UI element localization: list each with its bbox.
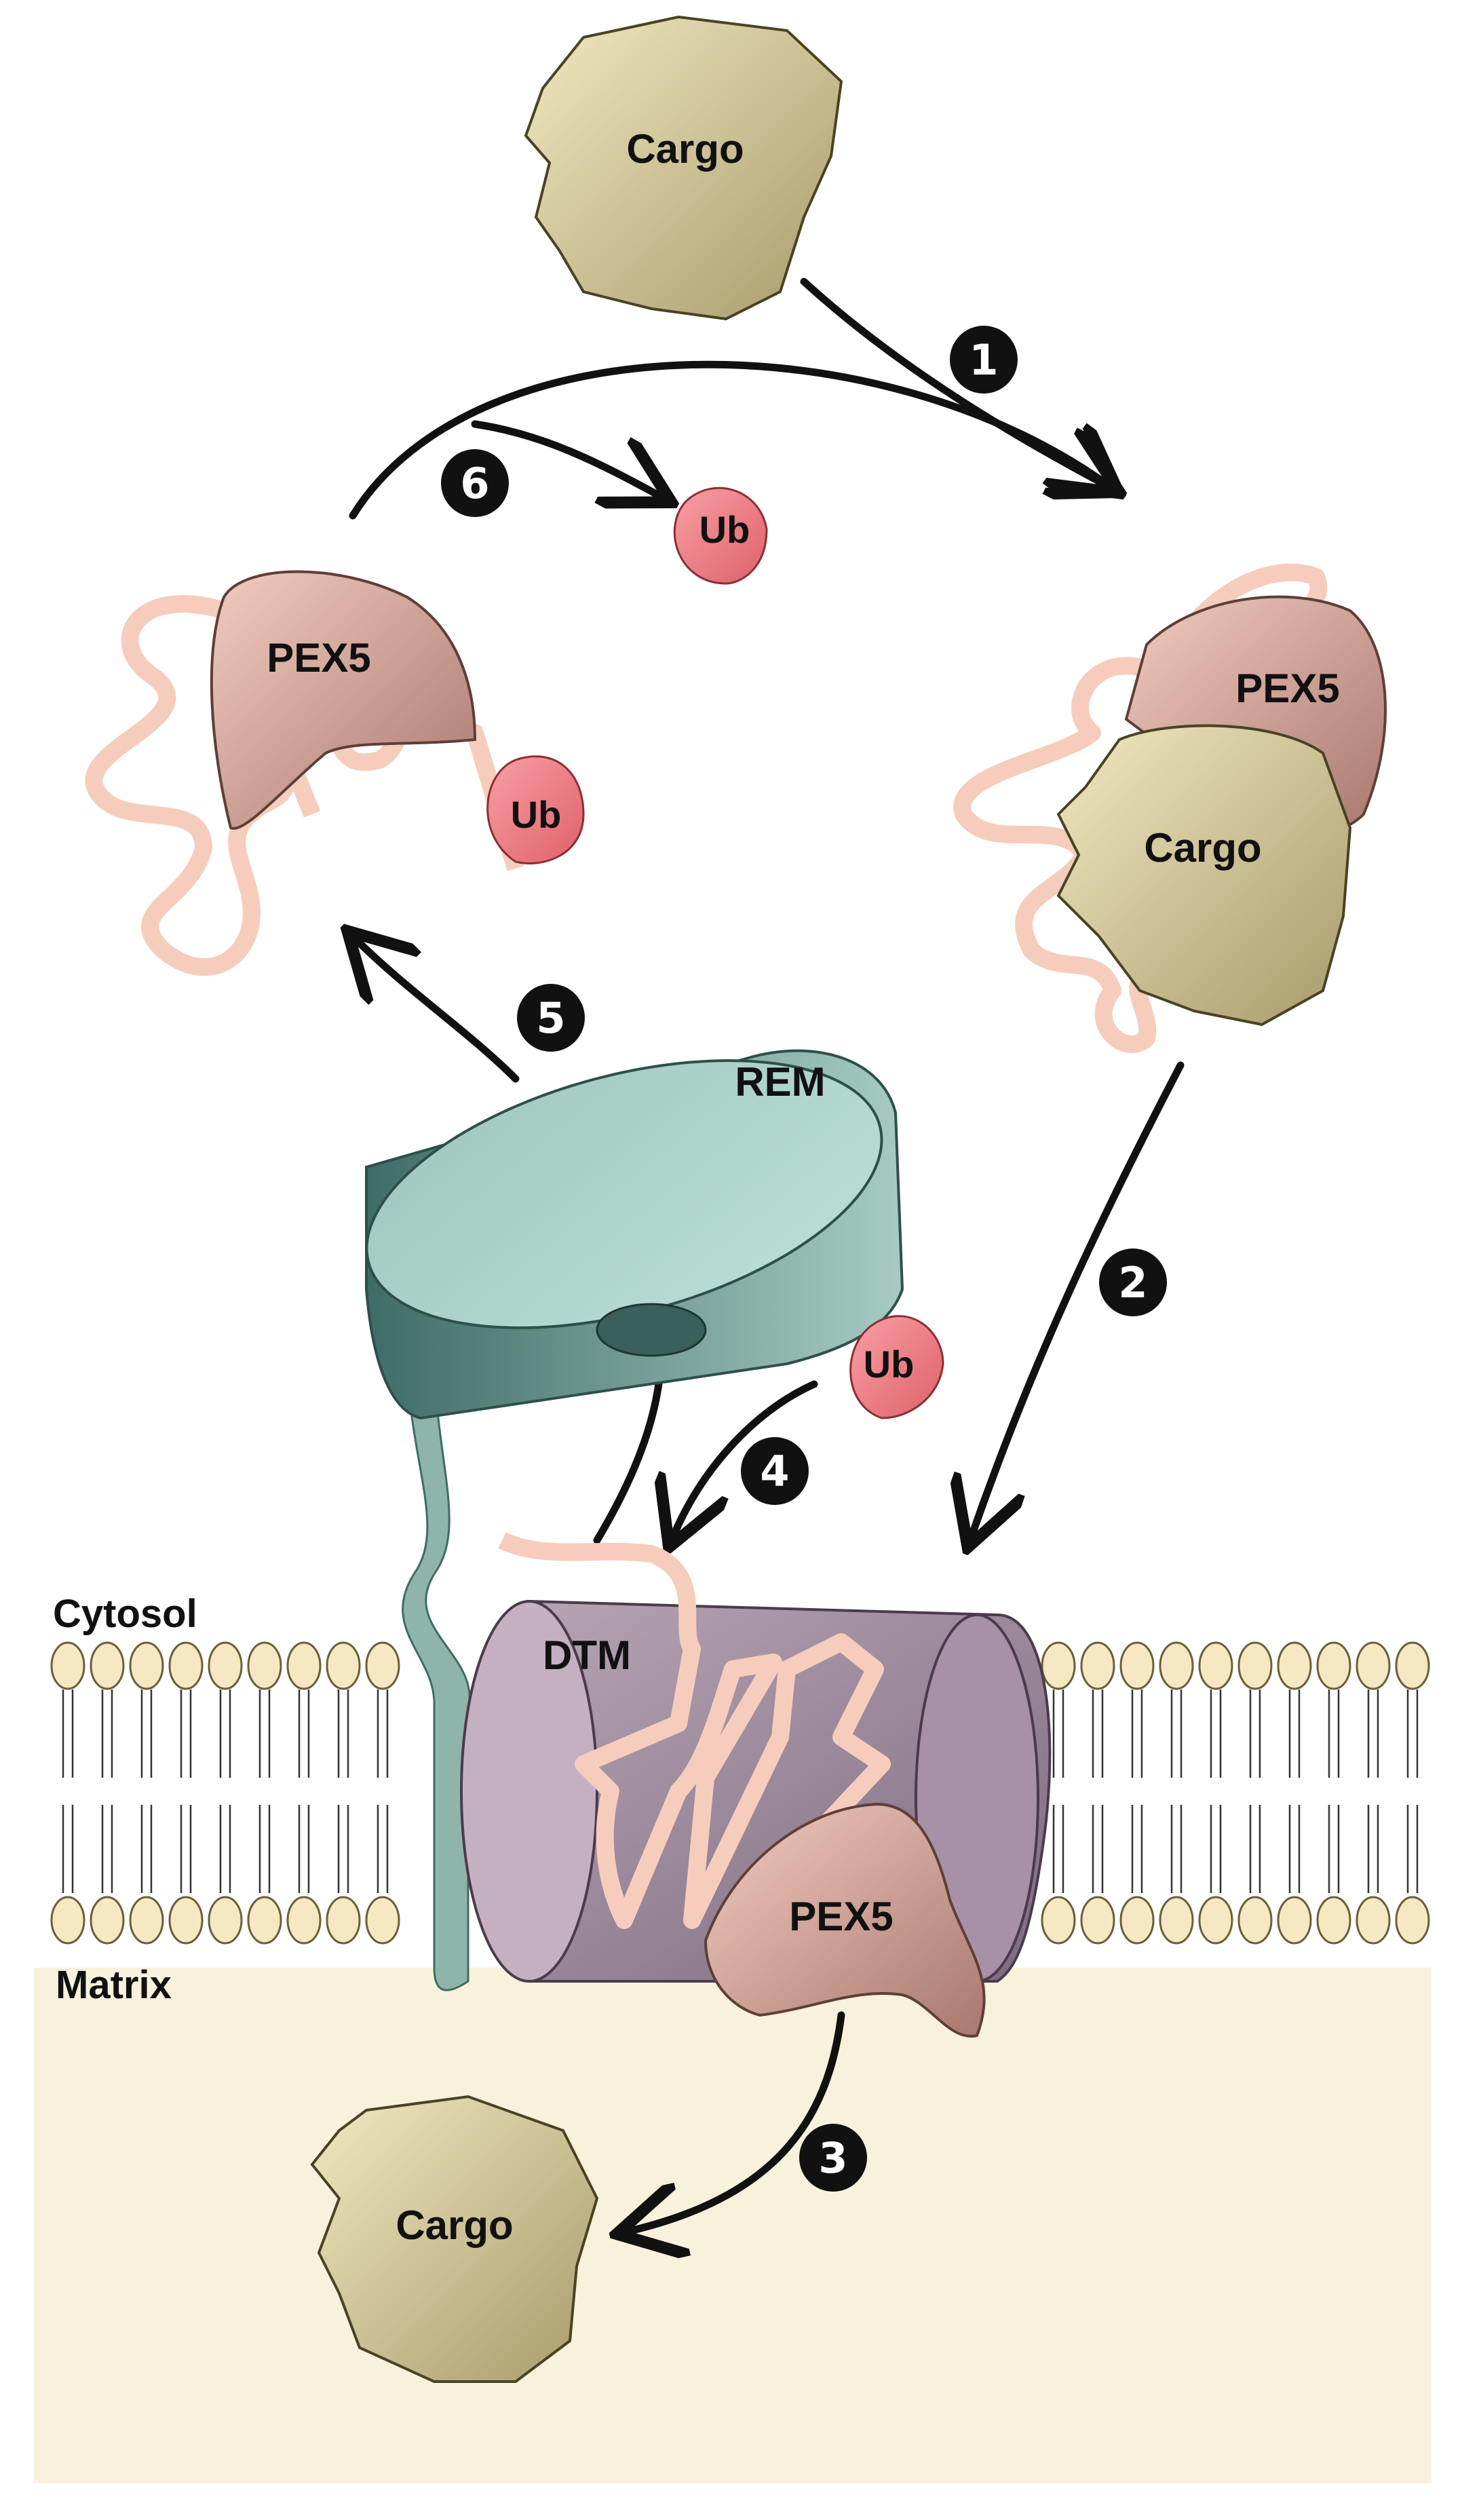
lipid-head [90,1641,125,1690]
lipid-head [129,1896,164,1945]
step-badges: 1 2 3 4 5 6 [441,326,1167,2192]
lipid-head [1277,1896,1312,1945]
matrix-region [34,1968,1432,2483]
lipid-head [326,1896,361,1945]
arrow-step-4 [672,1380,818,1540]
lipid-head [247,1641,282,1690]
lipid-head [1080,1896,1115,1945]
svg-text:5: 5 [536,993,565,1043]
step-badge-3: 3 [799,2124,867,2192]
rem-complex: REM [365,1049,904,1991]
svg-text:6: 6 [460,459,489,508]
step-badge-1: 1 [950,326,1018,394]
lipid-head [1041,1896,1076,1945]
ub-label-free: Ub [699,508,750,551]
step-badge-4: 4 [741,1437,809,1505]
lipid-head [1198,1641,1233,1690]
lipid-head [1198,1896,1233,1945]
step-badge-5: 5 [517,984,585,1052]
ub-label-attached: Ub [511,793,562,836]
lipid-head [247,1896,282,1945]
dtm-label: DTM [543,1633,631,1678]
lipid-head [208,1896,243,1945]
lipid-head [168,1896,204,1945]
ubiquitin-free: Ub [673,486,768,585]
lipid-head [1119,1896,1155,1945]
lipid-head [365,1641,400,1690]
lipid-head [50,1896,85,1945]
lipid-head [1159,1896,1194,1945]
step-badge-6: 6 [441,449,509,517]
lipid-head [326,1641,361,1690]
pex5-label-ub: PEX5 [267,635,370,681]
lipid-head [1041,1641,1076,1690]
lipid-head [1080,1641,1115,1690]
rem-label: REM [735,1059,825,1105]
svg-text:2: 2 [1118,1258,1147,1307]
pex5-cargo-complex: PEX5 Cargo [953,563,1387,1053]
cytosol-label: Cytosol [53,1592,197,1636]
cycle-arrows [349,278,1185,2232]
step-badge-2: 2 [1099,1248,1167,1316]
lipid-head [1277,1641,1312,1690]
cargo-protein-top: Cargo [524,15,843,321]
svg-text:3: 3 [818,2133,847,2183]
lipid-head [1316,1896,1351,1945]
lipid-head [1159,1641,1194,1690]
matrix-label: Matrix [56,1963,172,2007]
svg-text:1: 1 [969,335,998,385]
lipid-head [1356,1641,1391,1690]
lipid-head [1395,1896,1430,1945]
lipid-head [50,1641,85,1690]
arrow-step-3 [624,2011,845,2232]
lipid-head [1237,1896,1273,1945]
cargo-protein-matrix: Cargo [310,2095,599,2383]
lipid-head [286,1896,322,1945]
ub-label-rem: Ub [864,1343,915,1386]
arrow-step-6 [471,420,665,499]
arrow-step-5 [353,936,520,1083]
lipid-head [90,1896,125,1945]
lipid-bilayer [50,1641,1430,1945]
arrow-step-2 [970,1061,1185,1540]
pex5-ubiquitinated: PEX5 Ub [85,570,585,976]
dtm-complex: PEX5 DTM [460,1532,1052,2038]
lipid-head [1237,1641,1273,1690]
lipid-head [286,1641,322,1690]
cargo-label-top: Cargo [626,126,744,172]
lipid-head [1395,1641,1430,1690]
arrow-cycle-top [349,360,1113,520]
cargo-label-bound: Cargo [1144,825,1261,871]
lipid-head [208,1641,243,1690]
pex5-loop-membrane [498,1532,891,1929]
lipid-head [129,1641,164,1690]
cargo-label-matrix: Cargo [396,2202,513,2248]
svg-text:4: 4 [760,1447,789,1496]
lipid-head [168,1641,204,1690]
rem-pore [596,1303,707,1357]
pex5-label-bound: PEX5 [1235,666,1339,711]
rem-tether [402,1349,471,1991]
lipid-head [1356,1896,1391,1945]
lipid-head [365,1896,400,1945]
lipid-head [1316,1641,1351,1690]
lipid-head [1119,1641,1155,1690]
ubiquitin-near-rem: Ub [849,1315,944,1419]
pex5-label-membrane: PEX5 [789,1894,893,1939]
